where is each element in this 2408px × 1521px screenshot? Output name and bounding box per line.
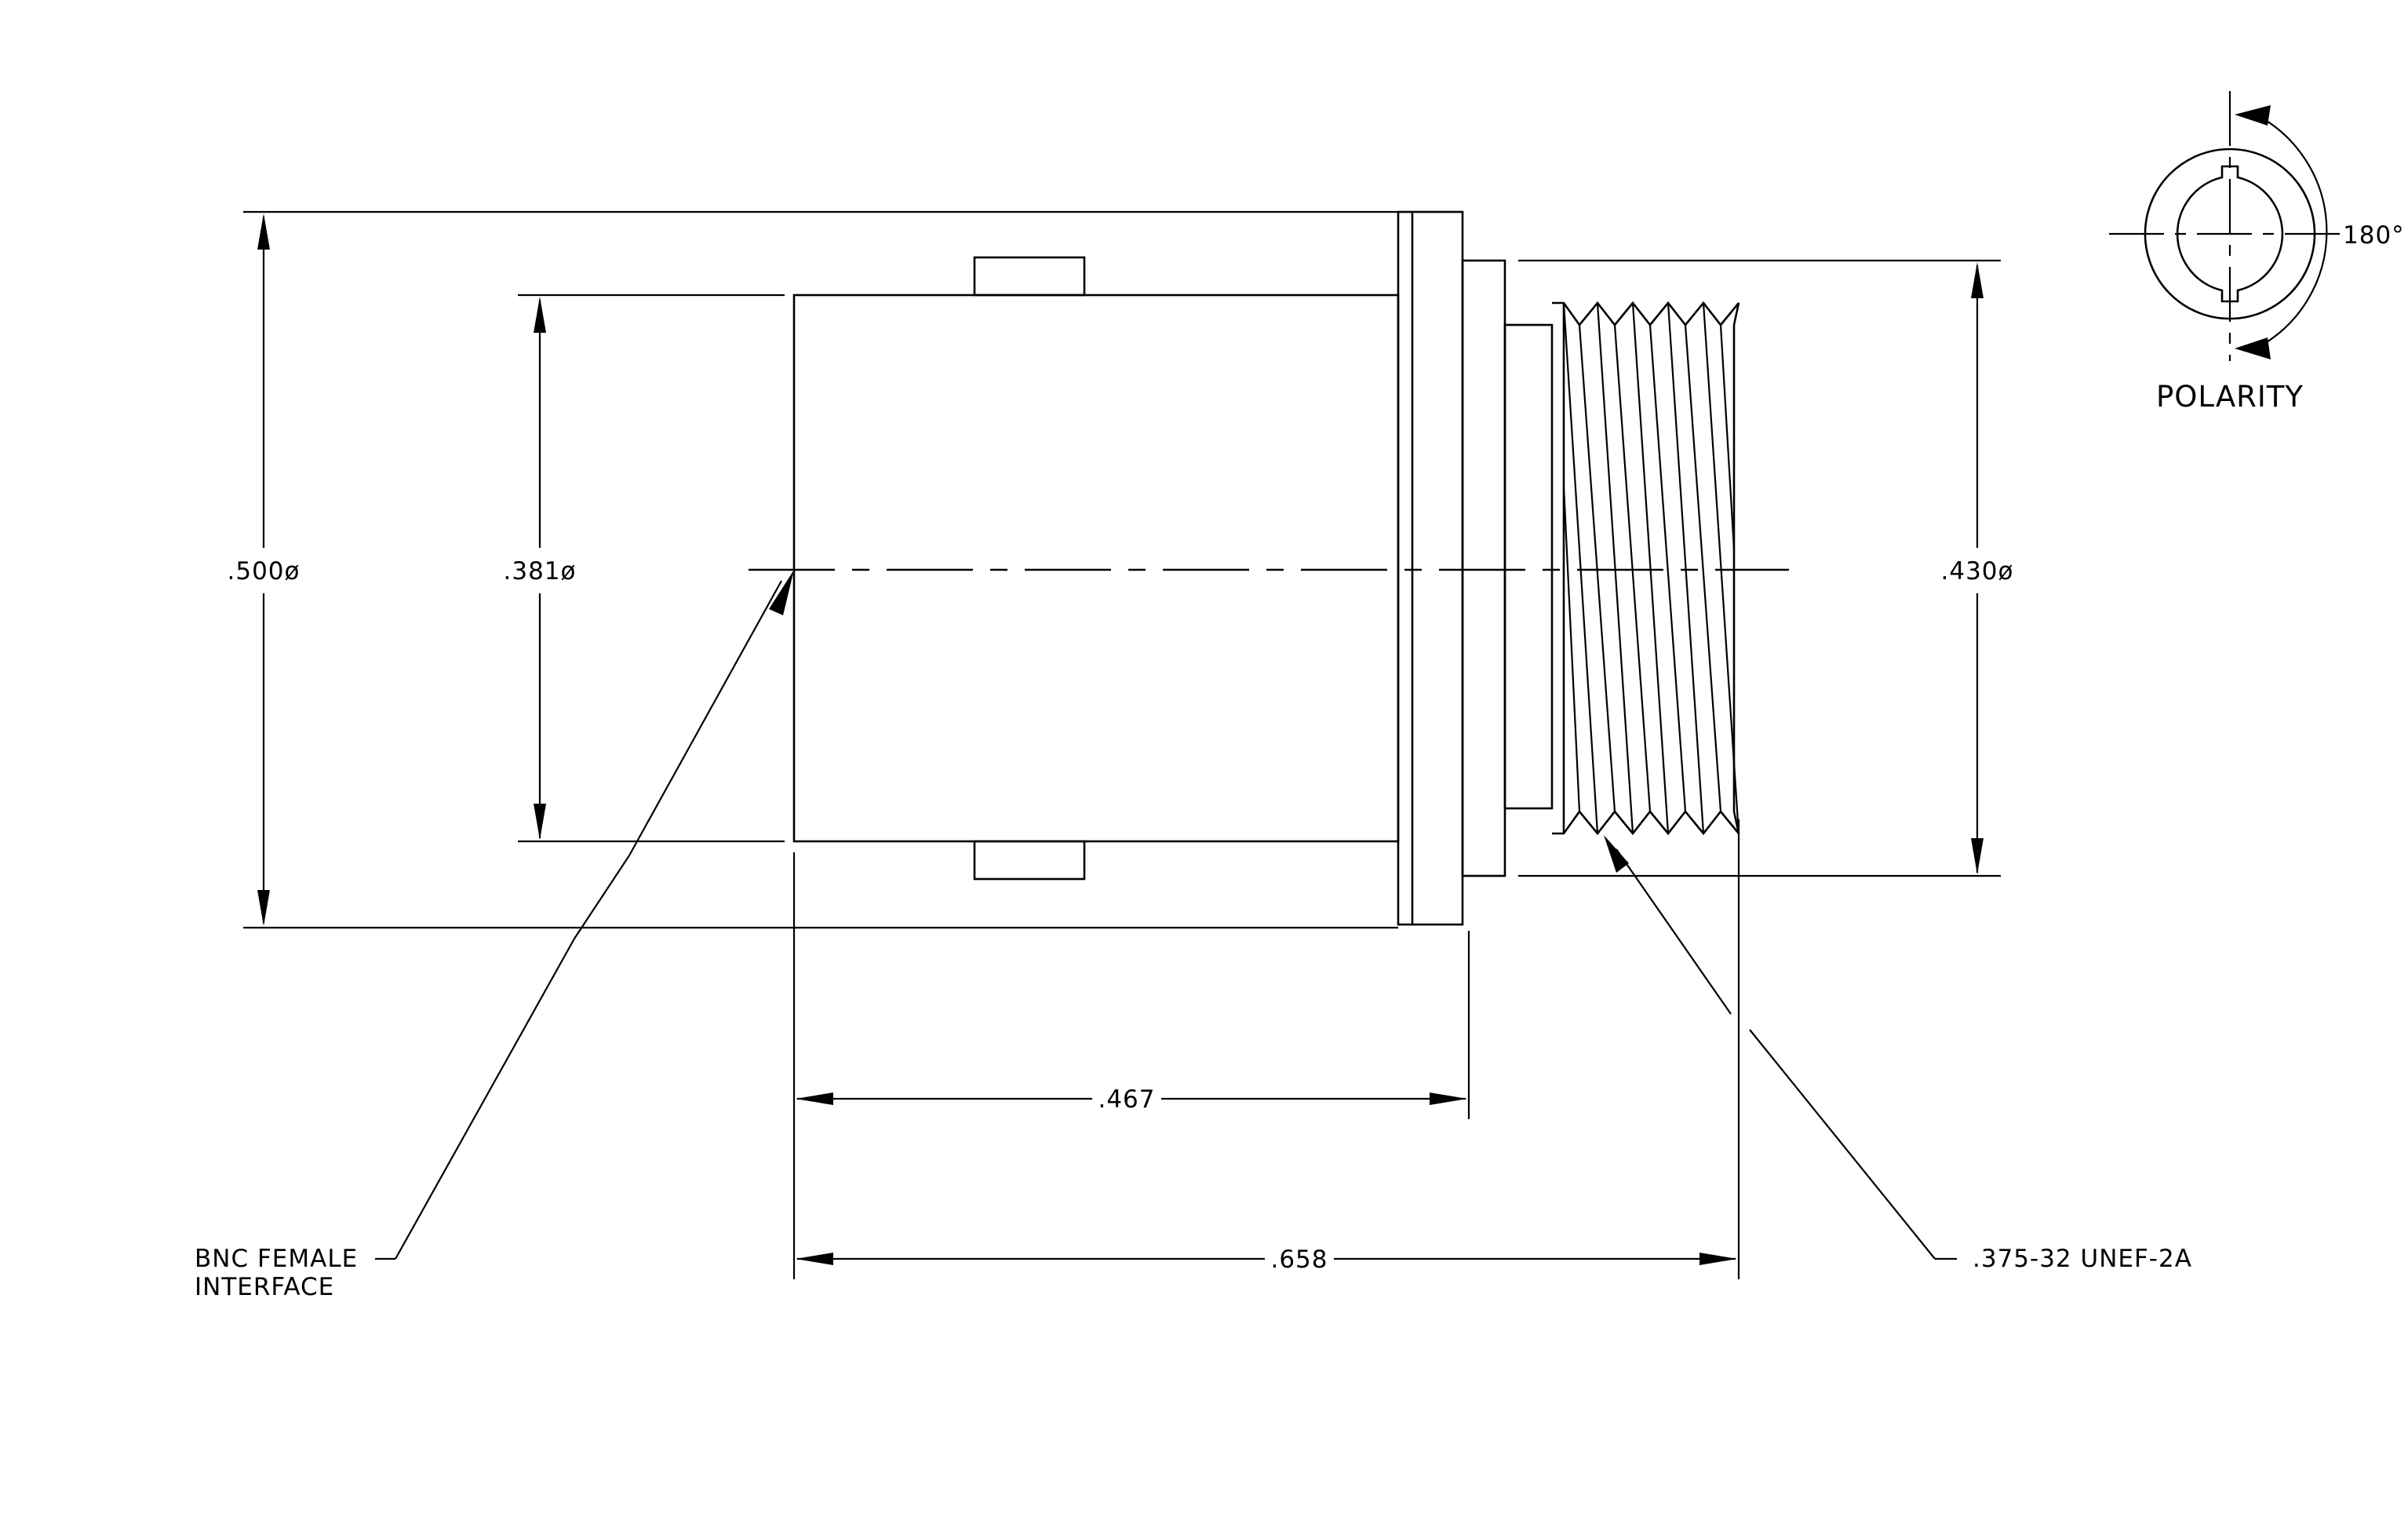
thread-relief [1503,323,1554,810]
interface-label-line1: BNC FEMALE [195,1245,358,1273]
dim-thread-diameter: .430ø [1941,262,2014,874]
thread-crest-top [1552,301,1740,327]
body-diameter-label: .381ø [504,557,577,585]
polarity-keyed-insert [2176,165,2284,303]
interface-callout: BNC FEMALE INTERFACE [195,570,794,1301]
connector-body [792,210,1554,926]
polarity-angle-label: 180° [2343,221,2405,250]
dim-length-to-flange: .467 [796,1085,1467,1114]
thread-callout: .375-32 UNEF-2A [1604,835,2192,1273]
polarity-label: POLARITY [2156,380,2304,414]
shoulder [1461,259,1506,877]
dim-body-diameter: .381ø [504,297,577,840]
thread-diameter-label: .430ø [1941,557,2014,585]
thread-helix-lines [1562,302,1740,834]
interface-label-line2: INTERFACE [195,1273,334,1301]
polarity-arrow-bottom [2235,337,2271,359]
thread-section [1552,301,1740,836]
thread-spec-label: .375-32 UNEF-2A [1973,1245,2192,1273]
dim-outer-diameter: .500ø [228,213,301,926]
bayonet-stud-bottom [973,840,1086,881]
bayonet-stud-top [973,256,1086,297]
overall-length-label: .658 [1270,1246,1328,1274]
polarity-arrow-top [2235,105,2271,126]
outer-diameter-label: .500ø [228,557,301,585]
thread-crest-bottom [1552,809,1740,836]
body-cylinder [792,294,1400,843]
length-to-flange-label: .467 [1098,1085,1155,1114]
mounting-flange [1397,210,1464,926]
dim-overall-length: .658 [796,1246,1737,1274]
polarity-view: 180° POLARITY [2109,91,2405,414]
extension-lines [243,210,2001,1279]
polarity-rotation-arc [2255,114,2328,349]
